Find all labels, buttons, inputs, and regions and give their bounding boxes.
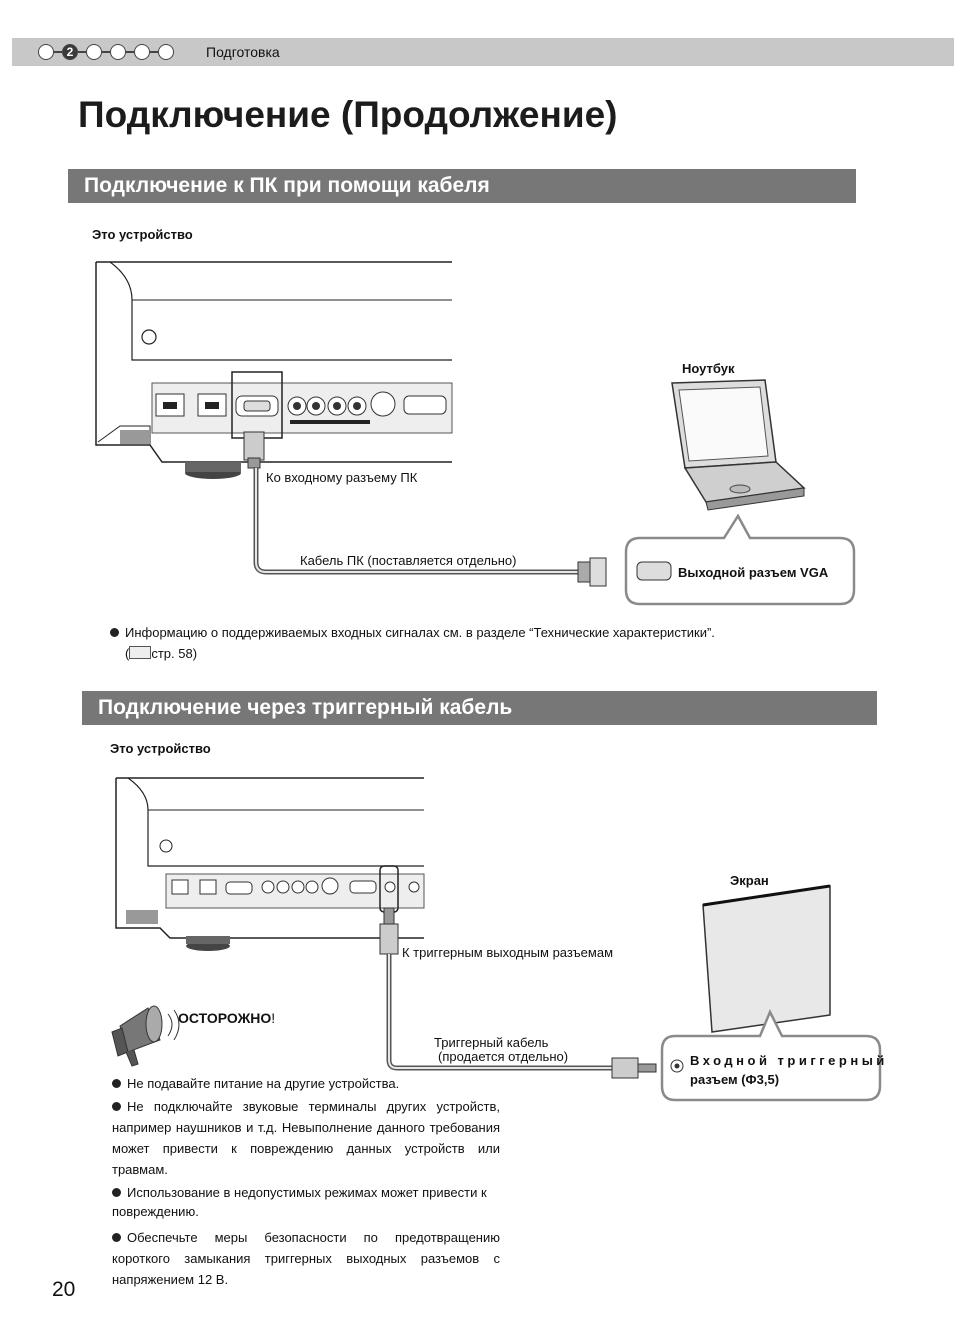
pc-connection-diagram	[95, 261, 856, 606]
step-indicator	[134, 44, 150, 60]
page-number: 20	[52, 1278, 76, 1301]
trigger-out-label: К триггерным выходным разъемам	[402, 945, 614, 960]
projector-rear-illustration	[95, 261, 453, 479]
pc-cable	[243, 431, 607, 587]
step-indicator	[86, 44, 102, 60]
trigger-cable-label-1: Триггерный кабель	[434, 1035, 549, 1050]
breadcrumb: Подготовка	[206, 44, 280, 60]
trigger-cable	[379, 907, 657, 1079]
trigger-cable-label-2: (продается отдельно)	[438, 1049, 569, 1064]
megaphone-icon	[111, 1005, 180, 1067]
laptop-illustration	[671, 379, 806, 511]
caution-bullet: Обеспечьте меры безопасности по предотвр…	[112, 1230, 500, 1287]
vga-port-icon	[636, 561, 672, 581]
device-label: Это устройство	[92, 227, 193, 242]
device-label-2: Это устройство	[110, 741, 211, 756]
vga-output-label: Выходной разъем VGA	[678, 565, 829, 580]
page-title: Подключение (Продолжение)	[78, 94, 618, 135]
book-icon	[129, 646, 152, 659]
caution-bullet: Не подавайте питание на другие устройств…	[112, 1073, 502, 1094]
step-indicator	[38, 44, 54, 60]
step-indicator	[158, 44, 174, 60]
step-indicator	[110, 44, 126, 60]
step-indicator-active: 2	[62, 44, 78, 60]
section1-note: Информацию о поддерживаемых входных сигн…	[110, 622, 870, 664]
trigger-in-label-1: Входной триггерный	[690, 1053, 888, 1068]
pc-input-label: Ко входному разъему ПК	[266, 470, 418, 485]
section-heading-pc: Подключение к ПК при помощи кабеля	[68, 169, 856, 203]
laptop-label: Ноутбук	[682, 361, 735, 376]
section-heading-trigger: Подключение через триггерный кабель	[82, 691, 877, 725]
caution-title: ОСТОРОЖНО!	[178, 1010, 276, 1026]
trigger-in-label-2: разъем (Ф3,5)	[690, 1072, 780, 1087]
caution-bullet: Не подключайте звуковые терминалы других…	[112, 1099, 500, 1177]
chapter-steps: 2	[38, 43, 174, 61]
caution-bullet: Использование в недопустимых режимах мож…	[112, 1185, 487, 1219]
screen-illustration	[702, 884, 831, 1033]
trigger-connection-diagram	[111, 777, 882, 1102]
trigger-in-callout	[660, 1008, 882, 1102]
vga-callout	[624, 513, 856, 606]
screen-label: Экран	[730, 873, 769, 888]
projector-rear-illustration-2	[115, 777, 425, 951]
pc-cable-label: Кабель ПК (поставляется отдельно)	[300, 553, 517, 568]
